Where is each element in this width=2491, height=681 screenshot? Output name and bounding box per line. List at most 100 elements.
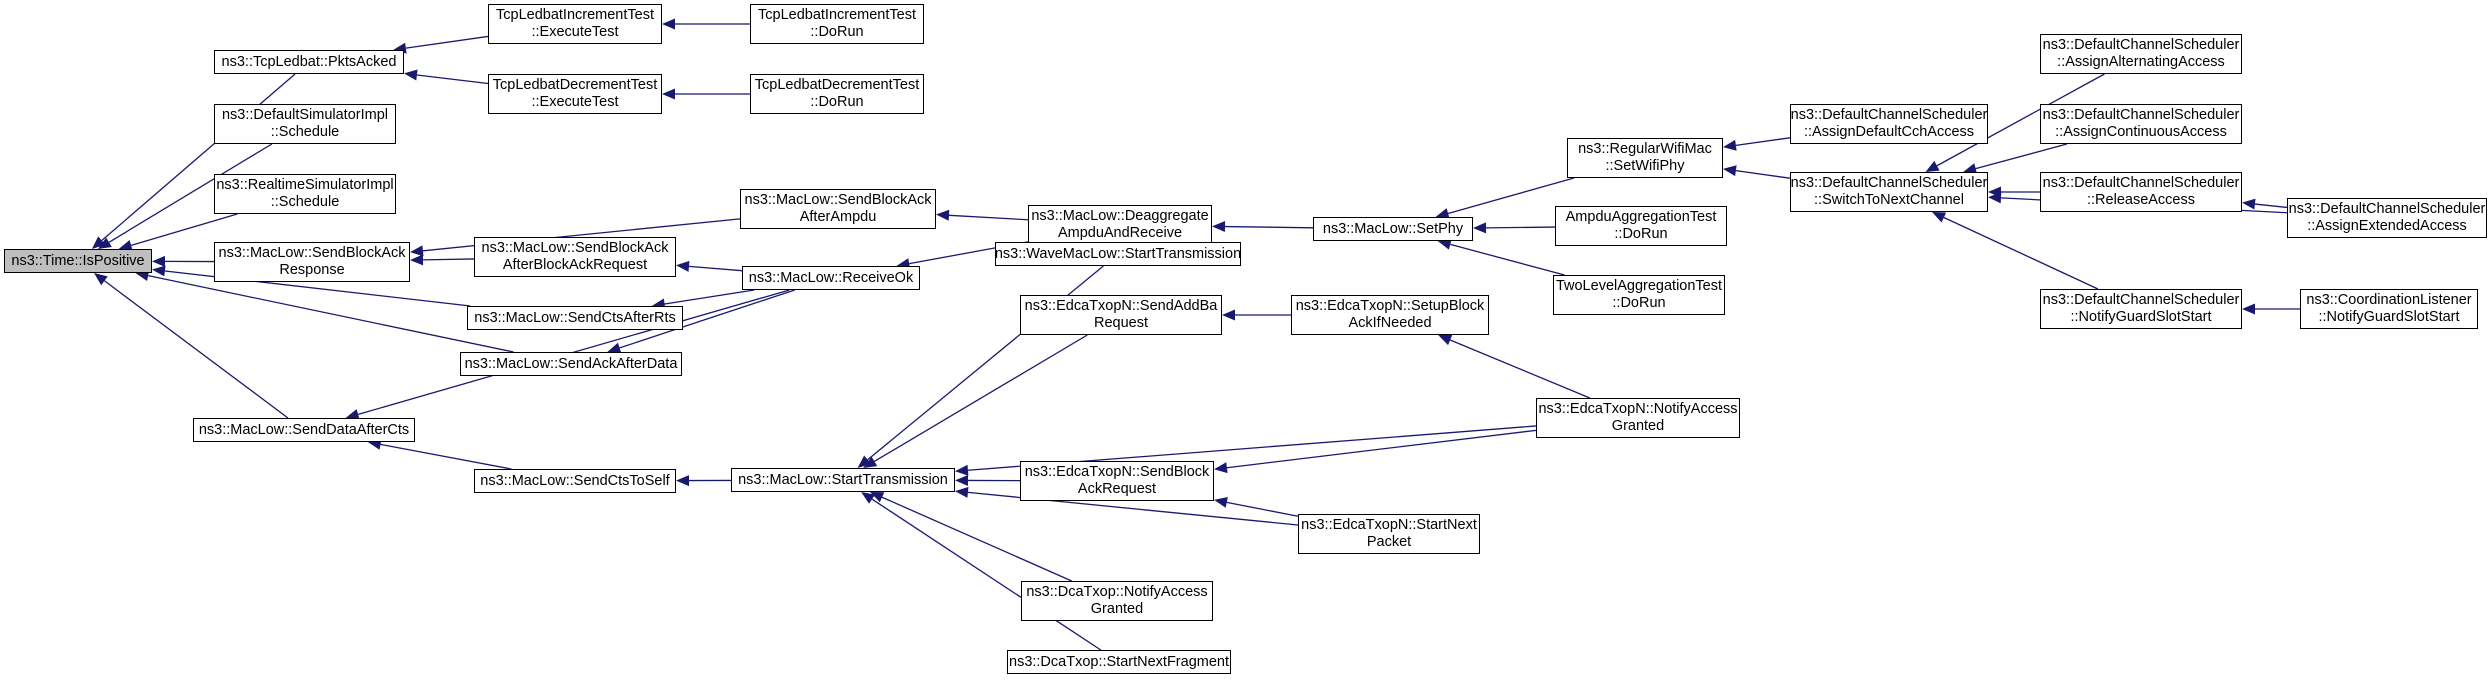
node-tcpledbatdecrementtest-executetest[interactable]: TcpLedbatDecrementTest ::ExecuteTest <box>488 74 662 114</box>
node-tcpledbatincrementtest-executetest[interactable]: TcpLedbatIncrementTest ::ExecuteTest <box>488 4 662 44</box>
node-tcpledbatdecrementtest-dorun[interactable]: TcpLedbatDecrementTest ::DoRun <box>750 74 924 114</box>
node-defaultchannelscheduler-assigncontinuousaccess[interactable]: ns3::DefaultChannelScheduler ::AssignCon… <box>2040 104 2242 144</box>
edge-arrowhead <box>118 240 133 251</box>
edge-line <box>871 498 1102 651</box>
edge-line <box>1447 177 1575 215</box>
node-realtimesimulatorimpl-schedule[interactable]: ns3::RealtimeSimulatorImpl ::Schedule <box>214 174 396 214</box>
edge-notifyGuardSlot-to-switchToNextChannel <box>1932 212 2099 290</box>
edge-line <box>108 143 273 243</box>
node-maclow-sendctstoself[interactable]: ns3::MacLow::SendCtsToSelf <box>474 469 676 493</box>
edge-incDoRun-to-incExecuteTest <box>662 18 750 30</box>
node-maclow-sendackafterdata[interactable]: ns3::MacLow::SendAckAfterData <box>460 352 682 376</box>
edge-line <box>664 289 755 305</box>
node-edcatxopn-notifyaccessgranted[interactable]: ns3::EdcaTxopN::NotifyAccess Granted <box>1536 398 1740 438</box>
edge-arrowhead <box>152 255 166 267</box>
edge-setPhy-to-deaggregate <box>1212 221 1314 233</box>
edge-arrowhead <box>345 409 360 420</box>
node-tcpledbatincrementtest-dorun[interactable]: TcpLedbatIncrementTest ::DoRun <box>750 4 924 44</box>
node-edcatxopn-startnextpacket[interactable]: ns3::EdcaTxopN::StartNext Packet <box>1298 514 1480 554</box>
edge-arrowhead <box>1212 221 1226 233</box>
node-edcatxopn-setupblockackifneeded[interactable]: ns3::EdcaTxopN::SetupBlock AckIfNeeded <box>1291 295 1489 335</box>
edge-arrowhead <box>676 475 690 487</box>
node-regularwifimac-setwifiphy[interactable]: ns3::RegularWifiMac ::SetWifiPhy <box>1567 138 1723 178</box>
edge-arrowhead <box>955 486 969 498</box>
node-maclow-sendblockackafterampdu[interactable]: ns3::MacLow::SendBlockAck AfterAmpdu <box>740 189 936 229</box>
edge-line <box>1450 243 1565 276</box>
edge-line <box>1449 339 1591 399</box>
edge-ampduDoRun-to-setPhy <box>1473 222 1556 234</box>
node-maclow-starttransmission[interactable]: ns3::MacLow::StartTransmission <box>731 468 955 492</box>
node-maclow-deaggregateampduandreceive[interactable]: ns3::MacLow::Deaggregate AmpduAndReceive <box>1028 205 1212 245</box>
edge-defaultSchedule-to-isPositive <box>97 143 273 249</box>
node-maclow-sendctsafterrts[interactable]: ns3::MacLow::SendCtsAfterRts <box>467 306 683 330</box>
edge-line <box>1226 429 1537 469</box>
node-dcatxop-notifyaccessgranted[interactable]: ns3::DcaTxop::NotifyAccess Granted <box>1021 581 1213 621</box>
node-coordinationlistener-notifyguardslotstart[interactable]: ns3::CoordinationListener ::NotifyGuardS… <box>2300 289 2478 329</box>
edge-line <box>2254 203 2288 209</box>
edge-arrowhead <box>1214 496 1228 508</box>
edge-decDoRun-to-decExecuteTest <box>662 88 750 100</box>
edge-line <box>130 213 238 246</box>
edge-line <box>1975 143 2068 170</box>
node-defaultsimulatorimpl-schedule[interactable]: ns3::DefaultSimulatorImpl ::Schedule <box>214 104 396 144</box>
edge-line <box>948 214 1029 221</box>
node-maclow-sendblockackafterblockackrequest[interactable]: ns3::MacLow::SendBlockAck AfterBlockAckR… <box>474 237 676 277</box>
edge-line <box>1936 73 2105 167</box>
edge-arrowhead <box>410 254 424 266</box>
node-maclow-setphy[interactable]: ns3::MacLow::SetPhy <box>1313 217 1473 241</box>
node-maclow-senddataaftercts[interactable]: ns3::MacLow::SendDataAfterCts <box>193 418 415 442</box>
edge-coordNotifyGuard-to-notifyGuardSlot <box>2242 303 2300 315</box>
edge-arrowhead <box>1438 334 1453 346</box>
node-twolevelaggregationtest-dorun[interactable]: TwoLevelAggregationTest ::DoRun <box>1553 275 1725 315</box>
edge-arrowhead <box>2242 198 2256 210</box>
node-defaultchannelscheduler-assignextendedaccess[interactable]: ns3::DefaultChannelScheduler ::AssignExt… <box>2287 198 2487 238</box>
edge-sendAddBaRequest-to-startTransmission <box>863 334 1088 468</box>
edge-sendBlockAckResponse-to-isPositive <box>152 255 215 267</box>
node-tcpledbat-pktsacked[interactable]: ns3::TcpLedbat::PktsAcked <box>214 50 404 74</box>
edge-setWifiPhy-to-setPhy <box>1435 177 1575 219</box>
node-maclow-receiveok[interactable]: ns3::MacLow::ReceiveOk <box>742 266 920 290</box>
edge-pktsAcked-to-isPositive <box>91 73 296 249</box>
edge-arrowhead <box>410 245 424 257</box>
edge-assignAlternating-to-switchToNextChannel <box>1925 73 2105 172</box>
edge-arrowhead <box>936 209 950 221</box>
edge-line <box>881 496 1072 582</box>
edge-assignExtended-to-releaseAccess <box>2242 198 2288 210</box>
edge-arrowhead <box>2242 303 2255 315</box>
edge-arrowhead <box>152 265 166 277</box>
edge-line <box>1485 226 1556 229</box>
node-defaultchannelscheduler-assignalternatingaccess[interactable]: ns3::DefaultChannelScheduler ::AssignAlt… <box>2040 34 2242 74</box>
edge-arrowhead <box>1988 192 2002 204</box>
edge-decExecuteTest-to-pktsAcked <box>404 69 489 85</box>
edge-arrowhead <box>662 88 675 100</box>
node-maclow-sendblockackresponse[interactable]: ns3::MacLow::SendBlockAck Response <box>214 242 410 282</box>
node-edcatxopn-sendaddbarequest[interactable]: ns3::EdcaTxopN::SendAddBa Request <box>1020 295 1222 335</box>
node-wavemaclow-starttransmission[interactable]: ns3::WaveMacLow::StartTransmission <box>995 242 1241 266</box>
edge-sendDataAfterCts-to-isPositive <box>94 273 289 419</box>
node-edcatxopn-sendblockackrequest[interactable]: ns3::EdcaTxopN::SendBlock AckRequest <box>1020 461 1214 501</box>
edge-arrowhead <box>676 260 690 272</box>
edge-arrowhead <box>1932 212 1947 223</box>
node-defaultchannelscheduler-switchtonextchannel[interactable]: ns3::DefaultChannelScheduler ::SwitchToN… <box>1790 172 1988 212</box>
edge-line <box>380 443 512 470</box>
edge-arrowhead <box>1214 462 1228 474</box>
node-defaultchannelscheduler-notifyguardslotstart[interactable]: ns3::DefaultChannelScheduler ::NotifyGua… <box>2040 289 2242 329</box>
edge-edcaNotifyAccess-to-sendBlockAckRequest <box>1214 429 1537 474</box>
edge-startNextPacket-to-sendBlockAckRequest <box>1214 496 1299 517</box>
node-defaultchannelscheduler-assigndefaultcchaccess[interactable]: ns3::DefaultChannelScheduler ::AssignDef… <box>1790 104 1988 144</box>
edge-arrowhead <box>1435 208 1450 219</box>
edge-arrowhead <box>1473 222 1487 234</box>
node-ampduaggregationtest-dorun[interactable]: AmpduAggregationTest ::DoRun <box>1555 206 1727 246</box>
node-dcatxop-startnextfragment[interactable]: ns3::DcaTxop::StartNextFragment <box>1007 650 1231 674</box>
edge-arrowhead <box>1963 163 1978 174</box>
edge-arrowhead <box>861 492 876 504</box>
edge-dcaNotifyAccess-to-startTransmission <box>870 492 1072 582</box>
node-time-ispositive[interactable]: ns3::Time::IsPositive <box>4 249 152 273</box>
edge-line <box>1226 501 1299 517</box>
edge-line <box>148 275 514 353</box>
edge-receiveOk-to-sendBlockAckAfterBlockAckRequest <box>676 260 743 272</box>
node-defaultchannelscheduler-releaseaccess[interactable]: ns3::DefaultChannelScheduler ::ReleaseAc… <box>2040 172 2242 212</box>
edge-startTransmission-to-sendCtsToSelf <box>676 475 732 487</box>
edge-edcaNotifyAccess-to-setupBlockAck <box>1438 334 1591 399</box>
